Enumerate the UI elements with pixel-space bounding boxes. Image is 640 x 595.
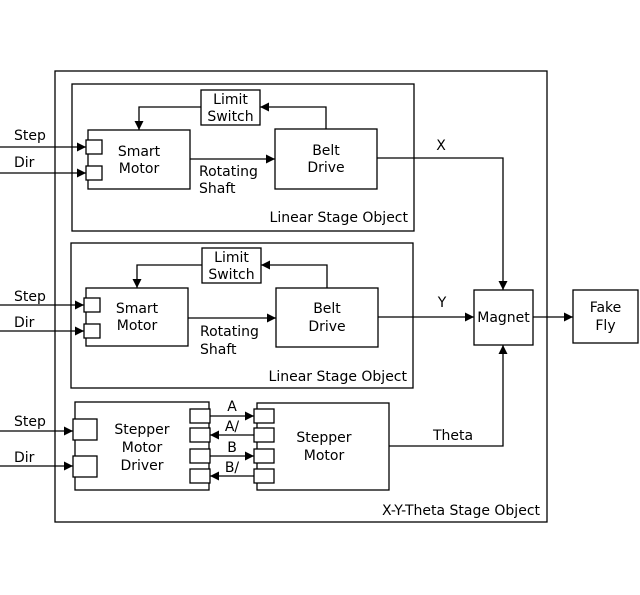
rotating-shaft-x-line2: Shaft [199,181,236,197]
fake-fly-line2: Fly [595,318,615,334]
driver-port-a-bar [189,427,211,443]
arrow-limit-to-motor-y [132,264,202,288]
magnet-label: Magnet [477,310,530,326]
belt-drive-y-line1: Belt [313,301,341,317]
belt-drive-x-line2: Drive [307,160,344,176]
limit-switch-y-line1: Limit [214,250,249,266]
rotating-shaft-x-line1: Rotating [199,164,258,180]
limit-switch-y-line2: Switch [208,267,254,283]
arrow-limit-to-motor-x [134,106,201,130]
smart-motor-x-line1: Smart [118,144,161,160]
belt-drive-x-line1: Belt [312,143,340,159]
stepper-driver-line2: Motor [122,440,163,456]
motor-port-b [253,448,275,464]
smart-motor-y-step-port [83,297,101,313]
rotating-shaft-y-line1: Rotating [200,324,259,340]
step-theta-label: Step [14,414,46,430]
stepper-driver-line3: Driver [120,458,163,474]
belt-drive-y-box [275,287,379,348]
limit-switch-y-box [201,247,262,284]
smart-motor-x-dir-port [85,165,103,181]
linear-stage-y-label: Linear Stage Object [269,369,408,385]
motor-port-a-bar [253,427,275,443]
fake-fly-line1: Fake [590,300,622,316]
arrow-belt-to-limit-x [260,102,327,129]
linear-stage-y: Linear Stage Object Limit Switch Smart M… [0,242,414,389]
stepper-driver-dir-port [72,455,98,478]
driver-port-b [189,448,211,464]
phase-a-bar-label: A/ [225,419,240,435]
dir-x-label: Dir [14,155,35,171]
limit-switch-x-line2: Switch [207,109,253,125]
arrow-theta-to-magnet [389,345,508,447]
step-y-label: Step [14,289,46,305]
driver-port-b-bar [189,468,211,484]
x-output-label: X [436,138,446,154]
motor-port-a [253,408,275,424]
dir-theta-label: Dir [14,450,35,466]
stepper-section: Stepper Motor Driver Stepper Motor A A/ … [0,399,390,491]
stepper-motor-box [256,402,390,491]
dir-y-label: Dir [14,315,35,331]
belt-drive-x-box [274,128,378,190]
belt-drive-y-line2: Drive [308,319,345,335]
phase-a-label: A [227,399,237,415]
arrow-belt-to-limit-y [261,260,328,288]
phase-b-bar-label: B/ [225,460,240,476]
stepper-driver-step-port [72,418,98,441]
smart-motor-y-line1: Smart [116,301,159,317]
limit-switch-x-line1: Limit [213,92,248,108]
fake-fly-box [572,289,639,344]
y-output-label: Y [437,295,447,311]
linear-stage-x-label: Linear Stage Object [270,210,409,226]
smart-motor-y-line2: Motor [117,318,158,334]
driver-port-a [189,408,211,424]
theta-output-label: Theta [432,428,473,444]
arrow-x-to-magnet [377,157,508,290]
motor-port-b-bar [253,468,275,484]
smart-motor-y-dir-port [83,323,101,339]
rotating-shaft-y-line2: Shaft [200,342,237,358]
xy-theta-stage-label: X-Y-Theta Stage Object [382,503,541,519]
linear-stage-x: Linear Stage Object Limit Switch Smart M… [0,83,415,232]
stepper-motor-line1: Stepper [296,430,351,446]
smart-motor-x-step-port [85,139,103,155]
smart-motor-x-line2: Motor [119,161,160,177]
smart-motor-y-box [85,287,189,347]
phase-b-label: B [227,440,237,456]
stepper-motor-line2: Motor [304,448,345,464]
step-x-label: Step [14,128,46,144]
stepper-driver-line1: Stepper [114,422,169,438]
